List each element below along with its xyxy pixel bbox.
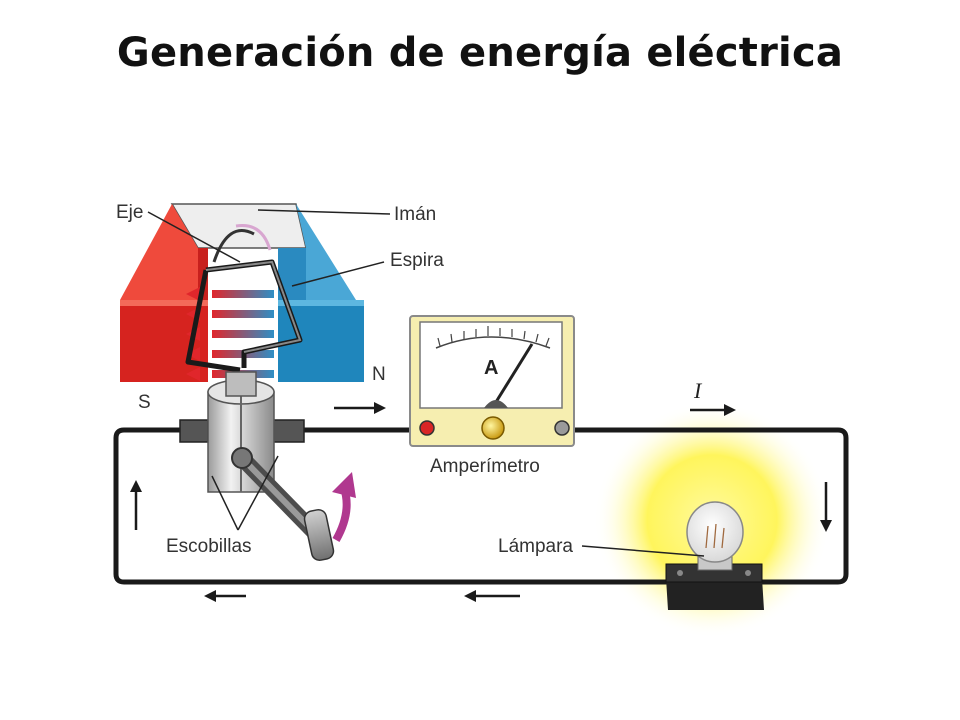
coil-loop xyxy=(185,224,303,373)
slide-title: Generación de energía eléctrica xyxy=(116,30,844,76)
label-magnet: Imán xyxy=(394,204,436,225)
label-ammeter: Amperímetro xyxy=(430,456,540,477)
ammeter xyxy=(409,315,575,447)
label-lamp: Lámpara xyxy=(498,536,573,557)
current-arrows xyxy=(130,402,832,602)
rotation-arrow xyxy=(332,486,351,542)
commutator xyxy=(179,371,335,562)
lamp xyxy=(665,501,764,610)
ammeter-knob xyxy=(481,416,505,440)
circuit-wire xyxy=(113,427,849,585)
ammeter-unit-letter: A xyxy=(484,357,498,379)
label-brushes: Escobillas xyxy=(166,536,252,557)
magnet-north-pole xyxy=(296,204,356,300)
label-loop: Espira xyxy=(390,250,444,271)
terminal-red xyxy=(419,420,435,436)
label-axis: Eje xyxy=(116,202,143,223)
leader-lines xyxy=(147,209,705,557)
label-north: N xyxy=(372,364,386,385)
label-south: S xyxy=(138,392,151,413)
ammeter-needle xyxy=(494,343,534,403)
terminal-grey xyxy=(554,420,570,436)
label-current: I xyxy=(693,378,703,403)
